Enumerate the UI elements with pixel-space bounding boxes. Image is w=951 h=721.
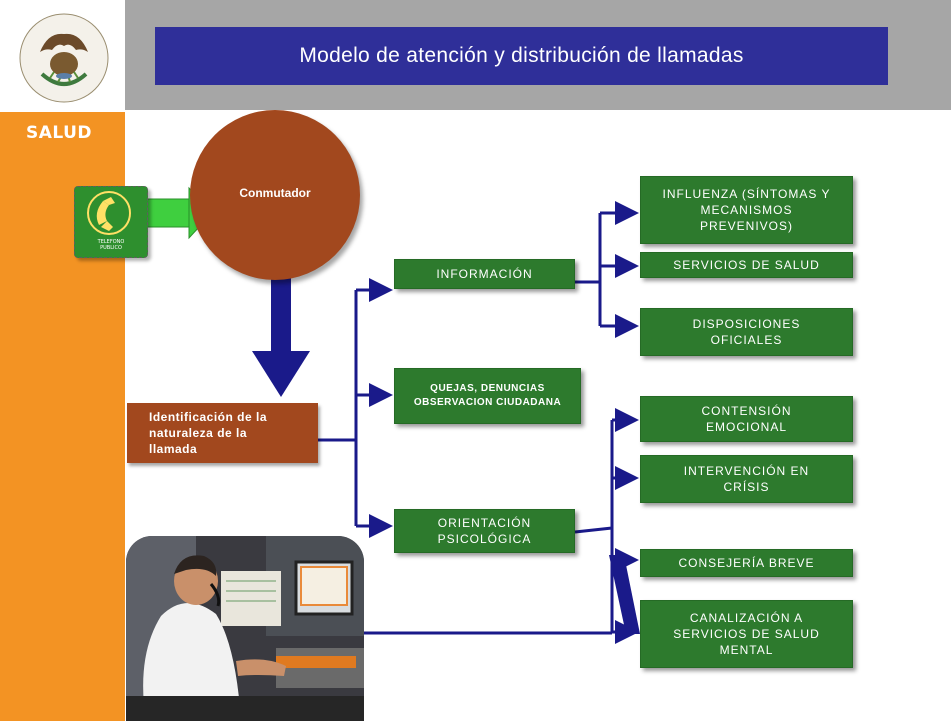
identification-line2: naturaleza de la [149,426,248,440]
complaints-node: QUEJAS, DENUNCIAS OBSERVACION CIUDADANA [394,368,581,424]
identification-line3: llamada [149,442,198,456]
salud-logo: SALUD [0,112,125,160]
provisions-node: DISPOSICIONES OFICIALES [640,308,853,356]
phone-label-line1: TELEFONO [97,239,125,245]
identification-line1: Identificación de la [149,410,268,424]
operator-photo [126,536,364,721]
phone-handset-icon [87,191,131,235]
psych-orientation-node: ORIENTACIÓN PSICOLÓGICA [394,509,575,553]
identification-node: Identificación de la naturaleza de la ll… [127,403,318,463]
containment-node: CONTENSIÓN EMOCIONAL [640,396,853,442]
page-title: Modelo de atención y distribución de lla… [155,27,888,85]
info-node: INFORMACIÓN [394,259,575,289]
health-services-node: SERVICIOS DE SALUD [640,252,853,278]
referral-node: CANALIZACIÓN A SERVICIOS DE SALUD MENTAL [640,600,853,668]
down-arrow-body [271,276,291,352]
public-phone-icon: TELEFONO PUBLICO [74,186,148,258]
green-arrow-body [141,198,191,228]
down-arrow-head [252,351,310,397]
counseling-node: CONSEJERÍA BREVE [640,549,853,577]
seal-icon [19,13,109,103]
influenza-node: INFLUENZA (SÍNTOMAS Y MECANISMOS PREVENI… [640,176,853,244]
switchboard-node: Conmutador [190,110,360,280]
phone-label-line2: PUBLICO [100,245,122,251]
crisis-node: INTERVENCIÓN EN CRÍSIS [640,455,853,503]
